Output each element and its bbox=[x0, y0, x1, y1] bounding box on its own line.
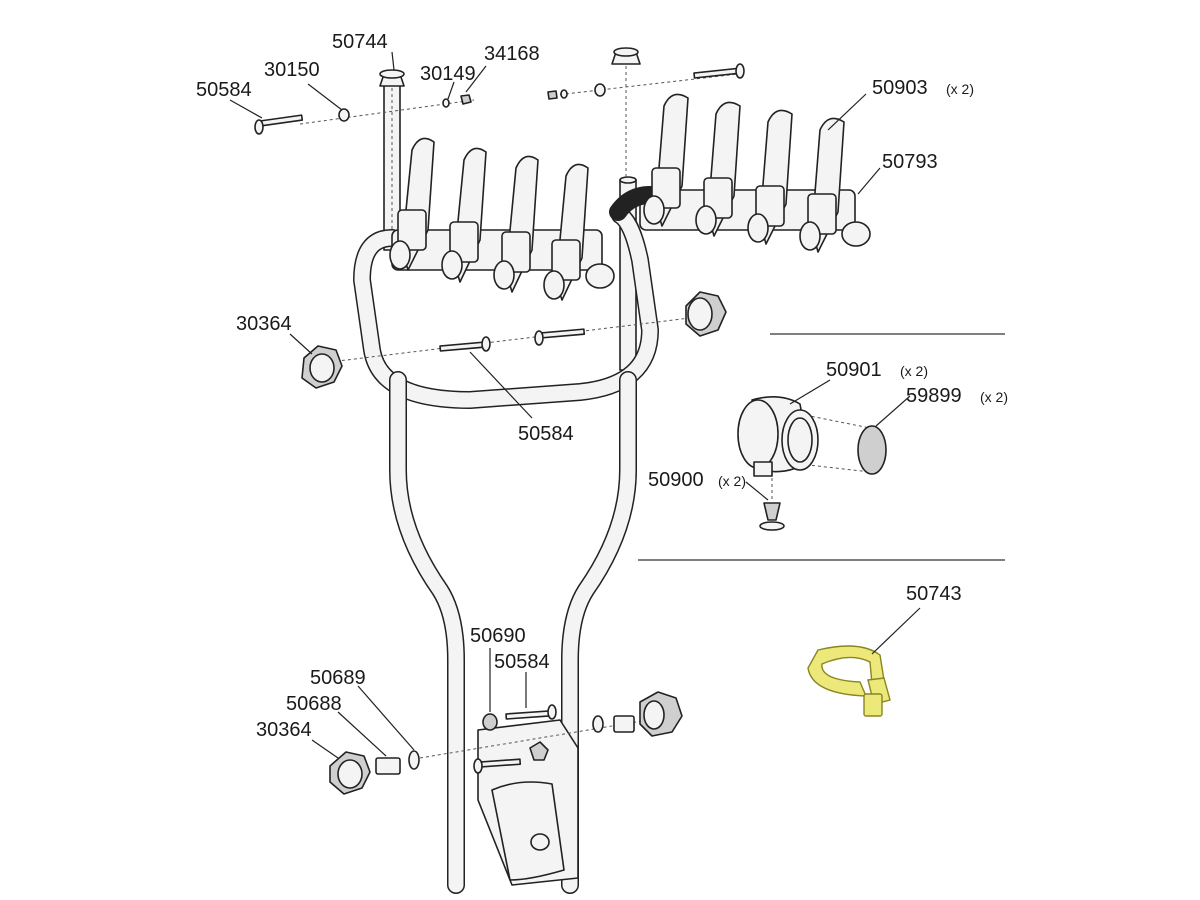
claw bbox=[543, 163, 615, 301]
spring bbox=[375, 757, 401, 775]
main-frame bbox=[353, 47, 659, 894]
right-clamp-bank bbox=[609, 93, 871, 253]
sleeve-50901 bbox=[737, 399, 779, 469]
washer bbox=[594, 83, 606, 97]
label-30150: 30150 bbox=[264, 59, 320, 81]
label-30364-top: 30364 bbox=[236, 313, 292, 335]
qty-50903: (x 2) bbox=[946, 81, 974, 97]
claw bbox=[389, 137, 435, 271]
label-30364-low: 30364 bbox=[256, 719, 312, 741]
label-30149: 30149 bbox=[420, 63, 476, 85]
claw bbox=[747, 109, 793, 245]
plug-59899 bbox=[857, 425, 887, 475]
label-50584-low: 50584 bbox=[494, 651, 550, 673]
qty-50901: (x 2) bbox=[900, 363, 928, 379]
strap-50743 bbox=[807, 645, 891, 717]
label-50584-top: 50584 bbox=[196, 79, 252, 101]
label-50900: 50900 bbox=[648, 469, 704, 491]
sleeve-and-plug bbox=[737, 396, 887, 531]
washer bbox=[408, 750, 420, 770]
washer bbox=[442, 98, 450, 108]
left-clamp-bank bbox=[389, 137, 615, 301]
washer bbox=[560, 89, 568, 99]
washer bbox=[338, 108, 350, 122]
label-50689: 50689 bbox=[310, 667, 366, 689]
washer bbox=[592, 715, 604, 733]
label-59899: 59899 bbox=[906, 385, 962, 407]
qty-50900: (x 2) bbox=[718, 473, 746, 489]
label-34168: 34168 bbox=[484, 43, 540, 65]
label-50688: 50688 bbox=[286, 693, 342, 715]
top-left-bolt-set bbox=[254, 94, 475, 135]
leader-lines bbox=[229, 51, 921, 759]
label-50903: 50903 bbox=[872, 77, 928, 99]
top-right-bolt-set bbox=[547, 63, 745, 100]
lower-bolts bbox=[419, 691, 683, 774]
spring bbox=[613, 715, 635, 733]
claw bbox=[493, 155, 539, 293]
nut bbox=[547, 90, 558, 100]
claw bbox=[695, 101, 741, 237]
knob-left-middle bbox=[301, 345, 343, 389]
label-50901: 50901 bbox=[826, 359, 882, 381]
label-50744: 50744 bbox=[332, 31, 388, 53]
claw bbox=[799, 117, 871, 253]
claw bbox=[441, 147, 487, 283]
screw-50900 bbox=[763, 502, 781, 521]
lower-left-set bbox=[329, 750, 420, 795]
claw bbox=[643, 93, 689, 227]
qty-59899: (x 2) bbox=[980, 389, 1008, 405]
label-50584-mid: 50584 bbox=[518, 423, 574, 445]
label-50793: 50793 bbox=[882, 151, 938, 173]
part-labels: 50744 30150 30149 34168 50584 50903 (x 2… bbox=[196, 31, 1008, 741]
lower-mount bbox=[477, 719, 579, 886]
label-50690: 50690 bbox=[470, 625, 526, 647]
middle-bolts bbox=[329, 317, 691, 363]
spacer bbox=[482, 713, 498, 731]
knob-right-middle bbox=[685, 291, 727, 337]
label-50743: 50743 bbox=[906, 583, 962, 605]
nut bbox=[460, 94, 472, 105]
